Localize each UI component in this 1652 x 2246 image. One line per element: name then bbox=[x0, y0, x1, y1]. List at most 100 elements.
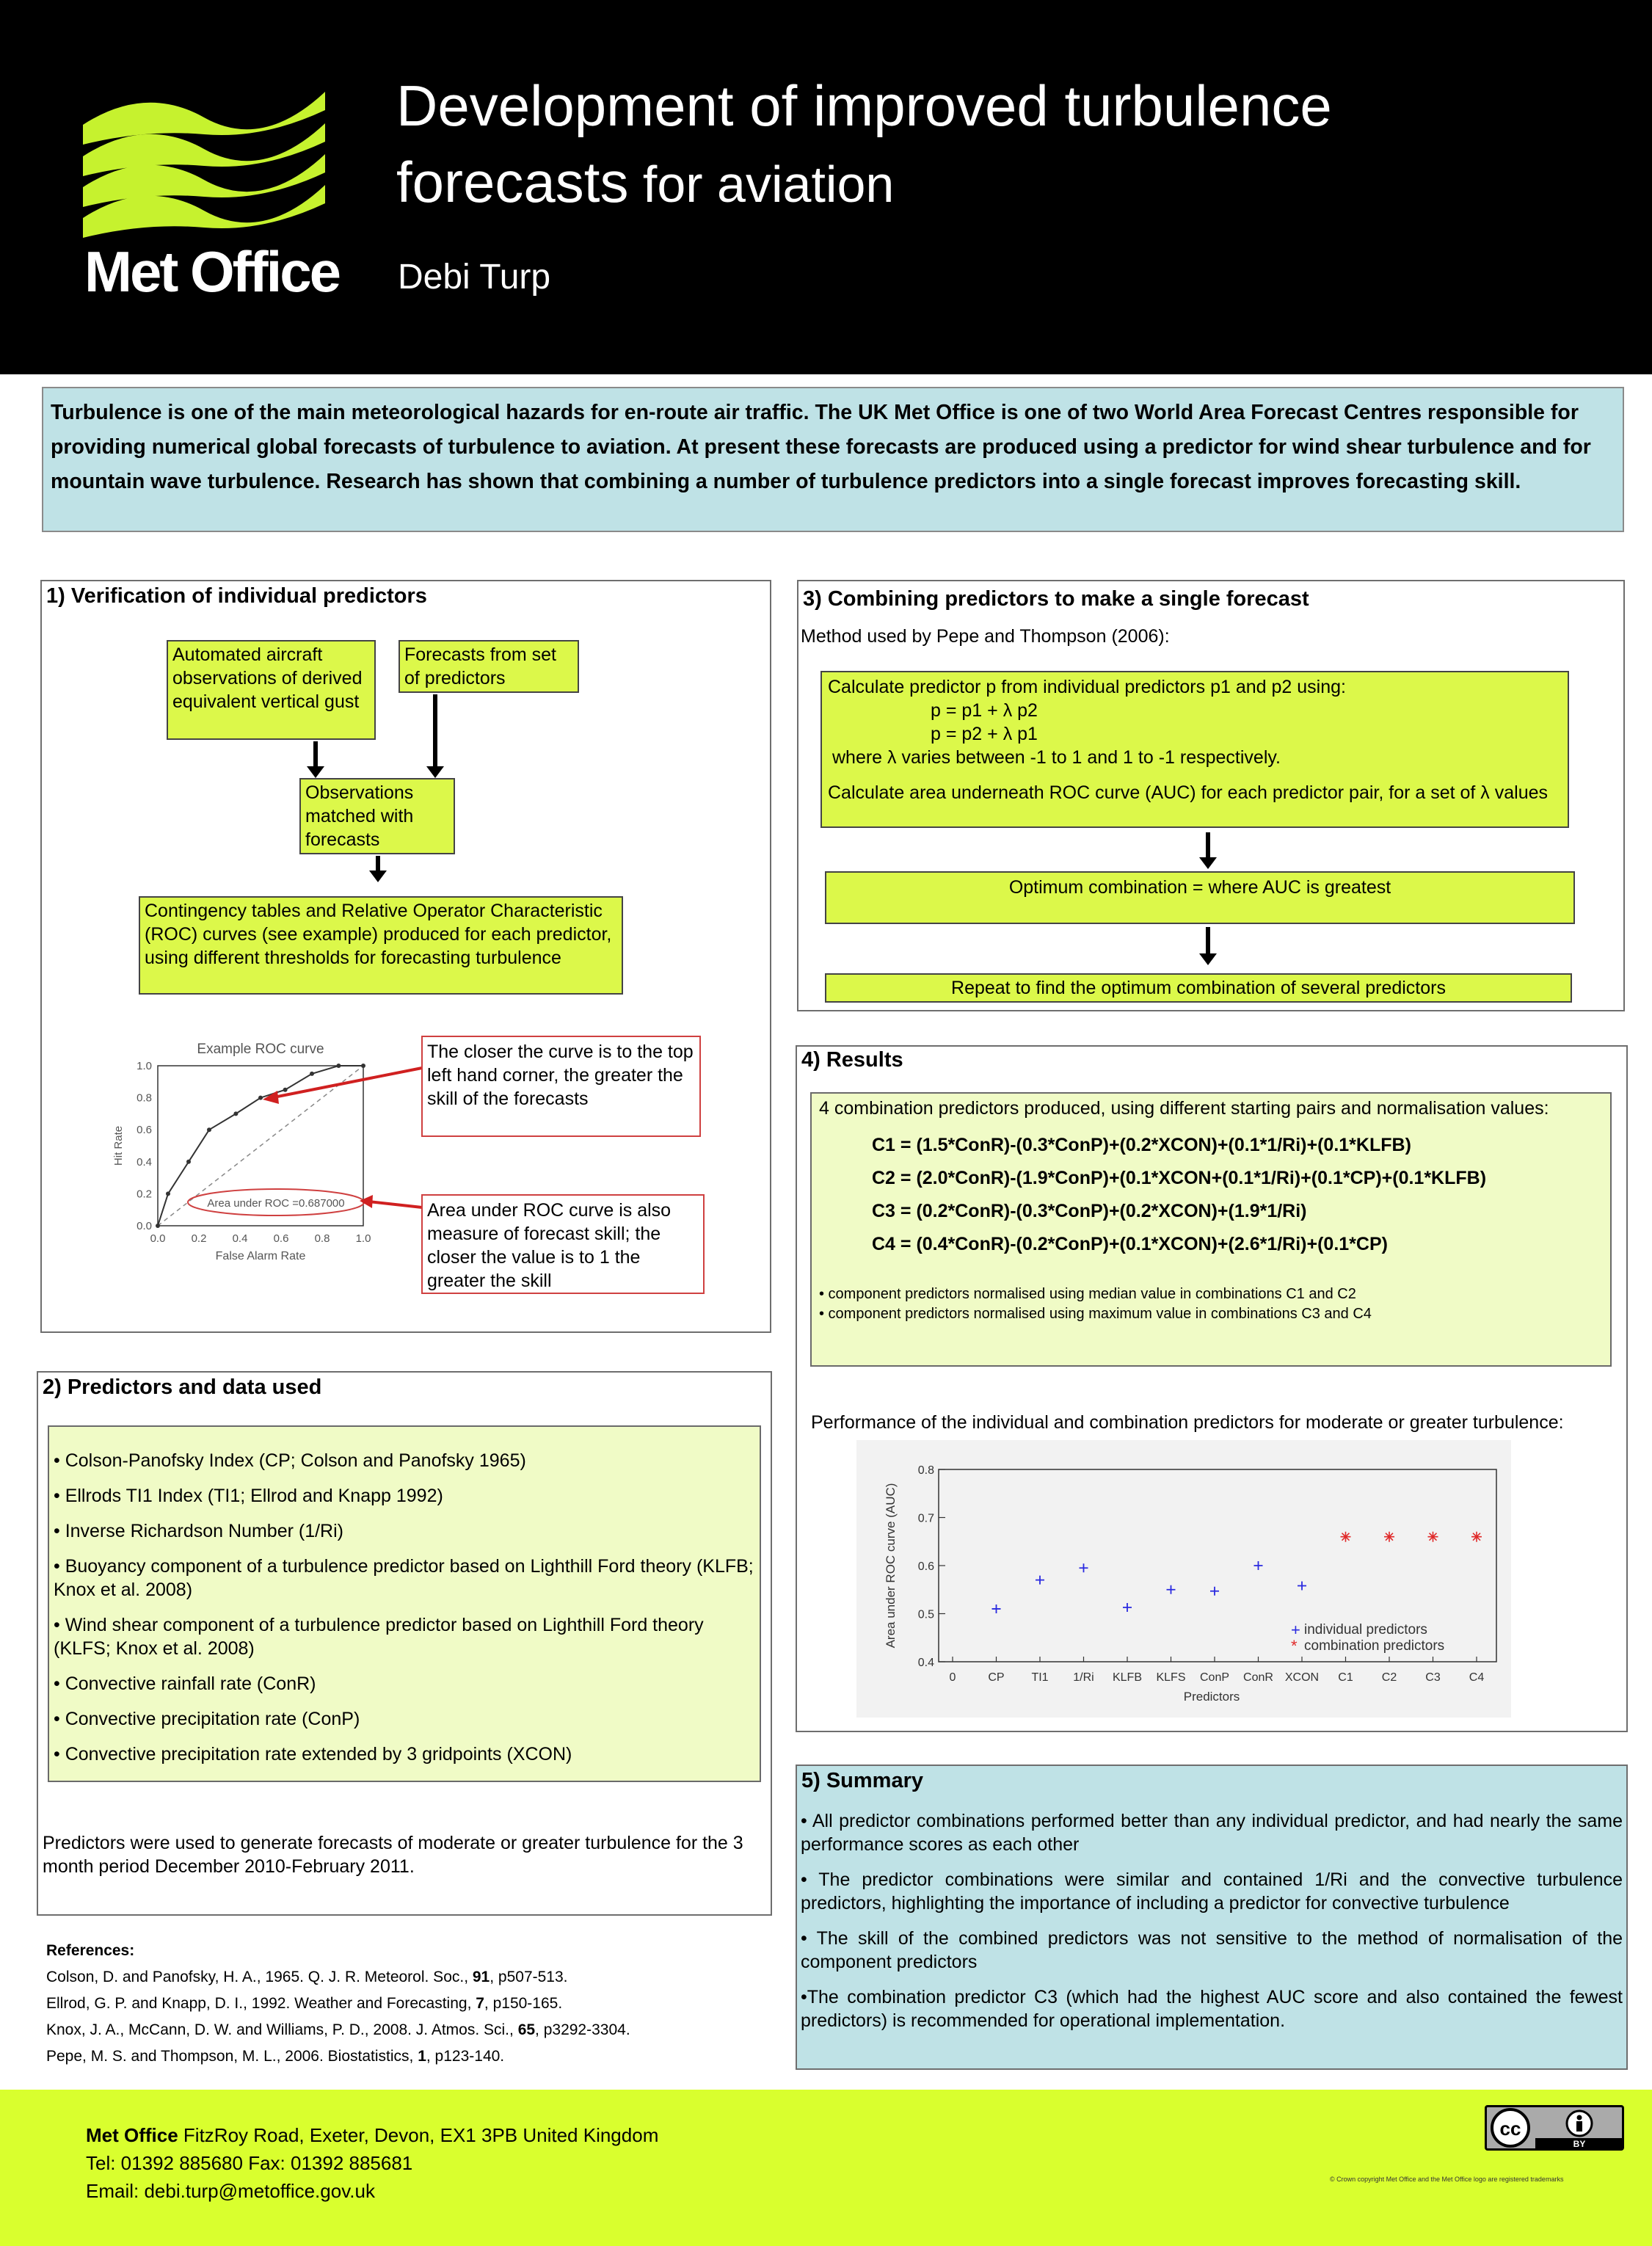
x-tick-label: C2 bbox=[1382, 1671, 1397, 1684]
x-tick-label: 1/Ri bbox=[1073, 1671, 1094, 1684]
red-arrowhead bbox=[360, 1195, 373, 1208]
roc-y-tick-label: 0.2 bbox=[137, 1188, 152, 1200]
roc-point bbox=[258, 1095, 263, 1100]
individual-predictor-point bbox=[1210, 1586, 1219, 1596]
footer-email[interactable]: Email: debi.turp@metoffice.gov.uk bbox=[86, 2180, 375, 2202]
roc-x-tick-label: 0.2 bbox=[192, 1232, 207, 1245]
cc-by-icon: cc BY bbox=[1491, 2108, 1622, 2149]
legend-marker-individual: + bbox=[1291, 1621, 1300, 1639]
section4-title: 4) Results bbox=[801, 1048, 903, 1072]
roc-xlabel: False Alarm Rate bbox=[216, 1250, 306, 1262]
references: References: Colson, D. and Panofsky, H. … bbox=[46, 1938, 751, 2070]
section5-title: 5) Summary bbox=[801, 1769, 924, 1792]
reference-item: Ellrod, G. P. and Knapp, D. I., 1992. We… bbox=[46, 1995, 563, 2012]
formula-c3: C3 = (0.2*ConR)-(0.3*ConP)+(0.2*XCON)+(1… bbox=[872, 1201, 1307, 1221]
x-tick-label: C1 bbox=[1338, 1671, 1353, 1684]
formula-c4: C4 = (0.4*ConR)-(0.2*ConP)+(0.1*XCON)+(2… bbox=[872, 1234, 1388, 1254]
roc-area-annotation: Area under ROC =0.687000 bbox=[207, 1197, 344, 1210]
intro-abstract: Turbulence is one of the main meteorolog… bbox=[42, 387, 1624, 532]
combination-predictor-point bbox=[1427, 1531, 1438, 1542]
author-name: Debi Turp bbox=[398, 258, 551, 297]
legend-label-combination: combination predictors bbox=[1304, 1638, 1444, 1654]
legend-marker-combination: * bbox=[1291, 1637, 1298, 1655]
box-repeat: Repeat to find the optimum combination o… bbox=[825, 973, 1572, 1003]
roc-ticks: 0.00.00.20.20.40.40.60.60.80.81.01.0 bbox=[137, 1060, 371, 1245]
individual-predictor-point bbox=[1298, 1581, 1306, 1591]
section3-title: 3) Combining predictors to make a single… bbox=[803, 587, 1309, 611]
y-tick-label: 0.4 bbox=[918, 1657, 934, 1669]
roc-y-tick-label: 0.8 bbox=[137, 1092, 152, 1105]
arrow-down bbox=[1199, 927, 1217, 965]
roc-point bbox=[233, 1111, 239, 1116]
y-tick-label: 0.5 bbox=[918, 1609, 934, 1621]
predictor-list: • Colson-Panofsky Index (CP; Colson and … bbox=[48, 1425, 761, 1782]
x-tick-label: C3 bbox=[1425, 1671, 1441, 1684]
box-observations: Automated aircraft observations of deriv… bbox=[167, 640, 376, 740]
contact-details: Met Office FitzRoy Road, Exeter, Devon, … bbox=[86, 2121, 658, 2205]
roc-x-tick-label: 0.6 bbox=[274, 1232, 289, 1245]
red-arrowhead bbox=[263, 1091, 279, 1104]
roc-y-tick-label: 0.4 bbox=[137, 1156, 152, 1169]
logo-text: Met Office bbox=[84, 239, 341, 304]
arrow-down bbox=[426, 694, 444, 778]
chart-xlabel: Predictors bbox=[1184, 1690, 1240, 1704]
normalisation-note: • component predictors normalised using … bbox=[819, 1286, 1356, 1302]
footer-org: Met Office bbox=[86, 2124, 178, 2146]
roc-diagonal bbox=[157, 1065, 364, 1226]
individual-predictor-point bbox=[1036, 1575, 1044, 1585]
reference-item: Colson, D. and Panofsky, H. A., 1965. Q.… bbox=[46, 1969, 568, 1985]
cc-by-license-badge[interactable]: cc BY bbox=[1485, 2105, 1624, 2151]
predictor-item: • Colson-Panofsky Index (CP; Colson and … bbox=[54, 1450, 526, 1471]
roc-point bbox=[156, 1224, 160, 1228]
predictor-item: • Convective rainfall rate (ConR) bbox=[54, 1673, 316, 1694]
x-tick-label: CP bbox=[988, 1671, 1004, 1684]
roc-x-tick-label: 1.0 bbox=[356, 1232, 371, 1245]
formula-c1: C1 = (1.5*ConR)-(0.3*ConP)+(0.2*XCON)+(0… bbox=[872, 1135, 1411, 1155]
red-arrow-line bbox=[368, 1200, 423, 1209]
roc-point bbox=[166, 1191, 170, 1196]
references-heading: References: bbox=[46, 1942, 135, 1959]
x-tick-label: C4 bbox=[1469, 1671, 1485, 1684]
roc-point bbox=[336, 1064, 341, 1068]
summary-item: • The skill of the combined predictors w… bbox=[801, 1928, 1623, 1972]
predictor-item: • Inverse Richardson Number (1/Ri) bbox=[54, 1521, 343, 1541]
individual-predictor-point bbox=[1253, 1561, 1263, 1570]
footer-bar bbox=[0, 2090, 1652, 2246]
results-intro: 4 combination predictors produced, using… bbox=[819, 1098, 1549, 1119]
performance-caption: Performance of the individual and combin… bbox=[811, 1412, 1564, 1433]
summary-item: • The predictor combinations were simila… bbox=[801, 1869, 1623, 1914]
predictor-item: • Wind shear component of a turbulence p… bbox=[54, 1615, 704, 1659]
arrow-down bbox=[369, 856, 387, 882]
chart-background bbox=[856, 1440, 1511, 1718]
summary-item: •The combination predictor C3 (which had… bbox=[801, 1987, 1623, 2031]
box-optimum: Optimum combination = where AUC is great… bbox=[825, 871, 1575, 924]
roc-point bbox=[283, 1087, 288, 1092]
individual-predictor-point bbox=[1079, 1563, 1088, 1573]
footer-address: FitzRoy Road, Exeter, Devon, EX1 3PB Uni… bbox=[178, 2124, 659, 2146]
note-corner: The closer the curve is to the top left … bbox=[421, 1036, 701, 1137]
reference-item: Pepe, M. S. and Thompson, M. L., 2006. B… bbox=[46, 2048, 505, 2065]
section-summary bbox=[796, 1765, 1628, 2070]
red-arrow-line bbox=[269, 1066, 423, 1100]
method-text: Method used by Pepe and Thompson (2006): bbox=[801, 626, 1170, 647]
box-forecasts: Forecasts from set of predictors bbox=[399, 640, 579, 693]
x-tick-label: KLFS bbox=[1156, 1671, 1185, 1684]
combination-predictor-point bbox=[1340, 1531, 1351, 1542]
y-tick-label: 0.7 bbox=[918, 1513, 934, 1525]
x-tick-label: ConP bbox=[1200, 1671, 1229, 1684]
chart-ylabel: Area under ROC curve (AUC) bbox=[884, 1483, 898, 1649]
predictors-period: Predictors were used to generate forecas… bbox=[43, 1833, 743, 1877]
results-box: 4 combination predictors produced, using… bbox=[810, 1092, 1612, 1367]
legend-label-individual: individual predictors bbox=[1304, 1622, 1427, 1638]
copyright-notice: © Crown copyright Met Office and the Met… bbox=[1330, 2176, 1564, 2183]
individual-predictor-point bbox=[1123, 1602, 1132, 1612]
roc-y-tick-label: 0.6 bbox=[137, 1124, 152, 1136]
formula-c2: C2 = (2.0*ConR)-(1.9*ConP)+(0.1*XCON+(0.… bbox=[872, 1168, 1487, 1188]
combination-predictor-point bbox=[1384, 1531, 1394, 1542]
auc-marks bbox=[991, 1531, 1482, 1613]
roc-ylabel: Hit Rate bbox=[112, 1126, 125, 1166]
chart-legend: + individual predictors * combination pr… bbox=[1291, 1621, 1444, 1655]
predictor-item: • Buoyancy component of a turbulence pre… bbox=[54, 1556, 754, 1600]
